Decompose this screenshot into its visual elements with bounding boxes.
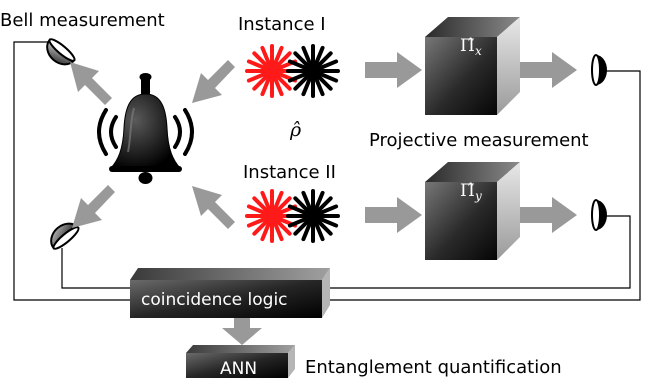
coincidence-logic-box: coincidence logic: [130, 268, 330, 318]
detector-icon: [50, 222, 80, 250]
source-ray: [314, 59, 339, 72]
wire-bottom-left: [61, 248, 132, 289]
source-ray: [252, 71, 272, 91]
source-ray: [314, 70, 339, 83]
source-ray: [246, 215, 271, 228]
photon-source-icon: [245, 44, 299, 98]
source-ray: [271, 217, 284, 242]
source-ray: [252, 196, 272, 216]
source-ray: [260, 190, 273, 215]
pi-x-subscript: x: [475, 44, 482, 58]
ann-box: ANN: [186, 345, 295, 378]
arrow-logic-to-ann: [222, 318, 262, 345]
arrow-bell-to-bottom-left: [72, 185, 115, 228]
source-ray: [312, 72, 325, 97]
source-ray: [314, 204, 339, 217]
ann-label: ANN: [220, 359, 257, 378]
bell-measurement-label: Bell measurement: [0, 10, 165, 31]
coincidence-logic-label: coincidence logic: [141, 290, 288, 310]
source-ray: [272, 216, 292, 236]
source-ray: [272, 196, 292, 216]
wire-top-right: [325, 70, 641, 301]
photon-source-icon: [286, 44, 340, 98]
source-ray: [271, 72, 284, 97]
photon-source-icon: [286, 189, 340, 243]
photon-source-icon: [245, 189, 299, 243]
source-ray: [252, 51, 272, 71]
projective-measurement-y-cube: Π̂ y: [425, 162, 520, 260]
source-ray: [301, 190, 314, 215]
arrows: [70, 52, 577, 345]
source-ray: [271, 190, 284, 215]
arrow-cube1-to-detector: [520, 52, 577, 88]
projective-measurement-label: Projective measurement: [369, 130, 589, 151]
source-ray: [301, 72, 314, 97]
source-ray: [293, 216, 313, 236]
source-ray: [271, 45, 284, 70]
instance-2-label: Instance II: [243, 162, 336, 183]
source-core: [267, 211, 277, 221]
pi-y-subscript: y: [474, 189, 482, 203]
arrow-cube2-to-detector: [520, 197, 577, 233]
source-ray: [313, 216, 333, 236]
source-ray: [313, 196, 333, 216]
source-ray: [287, 215, 312, 228]
bell-icon: [97, 73, 194, 184]
arrow-source2-to-bell: [192, 186, 235, 229]
source-ray: [272, 51, 292, 71]
source-ray: [312, 45, 325, 70]
pi-y-symbol: Π̂: [460, 181, 475, 201]
source-ray: [301, 45, 314, 70]
source-ray: [246, 59, 271, 72]
instance-1-label: Instance I: [238, 14, 326, 35]
wire-top-left: [13, 41, 132, 301]
source-ray: [260, 217, 273, 242]
source-ray: [313, 71, 333, 91]
wire-bottom-right: [325, 215, 631, 289]
source-ray: [314, 215, 339, 228]
detector-icon: [591, 199, 607, 231]
detector-icon: [591, 54, 607, 86]
source-core: [308, 211, 318, 221]
source-ray: [293, 196, 313, 216]
source-core: [267, 66, 277, 76]
projective-measurement-x-cube: Π̂ x: [425, 17, 520, 115]
source-ray: [301, 217, 314, 242]
source-ray: [246, 70, 271, 83]
source-ray: [313, 51, 333, 71]
wires: [13, 41, 641, 301]
source-ray: [287, 70, 312, 83]
arrow-source2-to-cube2: [365, 197, 422, 233]
source-ray: [287, 204, 312, 217]
arrow-source1-to-cube1: [365, 52, 422, 88]
source-core: [308, 66, 318, 76]
source-ray: [312, 190, 325, 215]
source-ray: [260, 45, 273, 70]
source-ray: [260, 72, 273, 97]
source-ray: [246, 204, 271, 217]
source-ray: [293, 71, 313, 91]
source-ray: [252, 216, 272, 236]
pi-x-symbol: Π̂: [460, 36, 475, 56]
source-ray: [293, 51, 313, 71]
source-ray: [272, 71, 292, 91]
arrow-bell-to-top-left: [70, 62, 112, 105]
detector-icon: [46, 38, 76, 66]
rho-label: ρ̂: [289, 119, 302, 141]
source-ray: [312, 217, 325, 242]
arrow-source1-to-bell: [192, 60, 235, 103]
entanglement-quantification-label: Entanglement quantification: [305, 357, 562, 378]
source-ray: [287, 59, 312, 72]
